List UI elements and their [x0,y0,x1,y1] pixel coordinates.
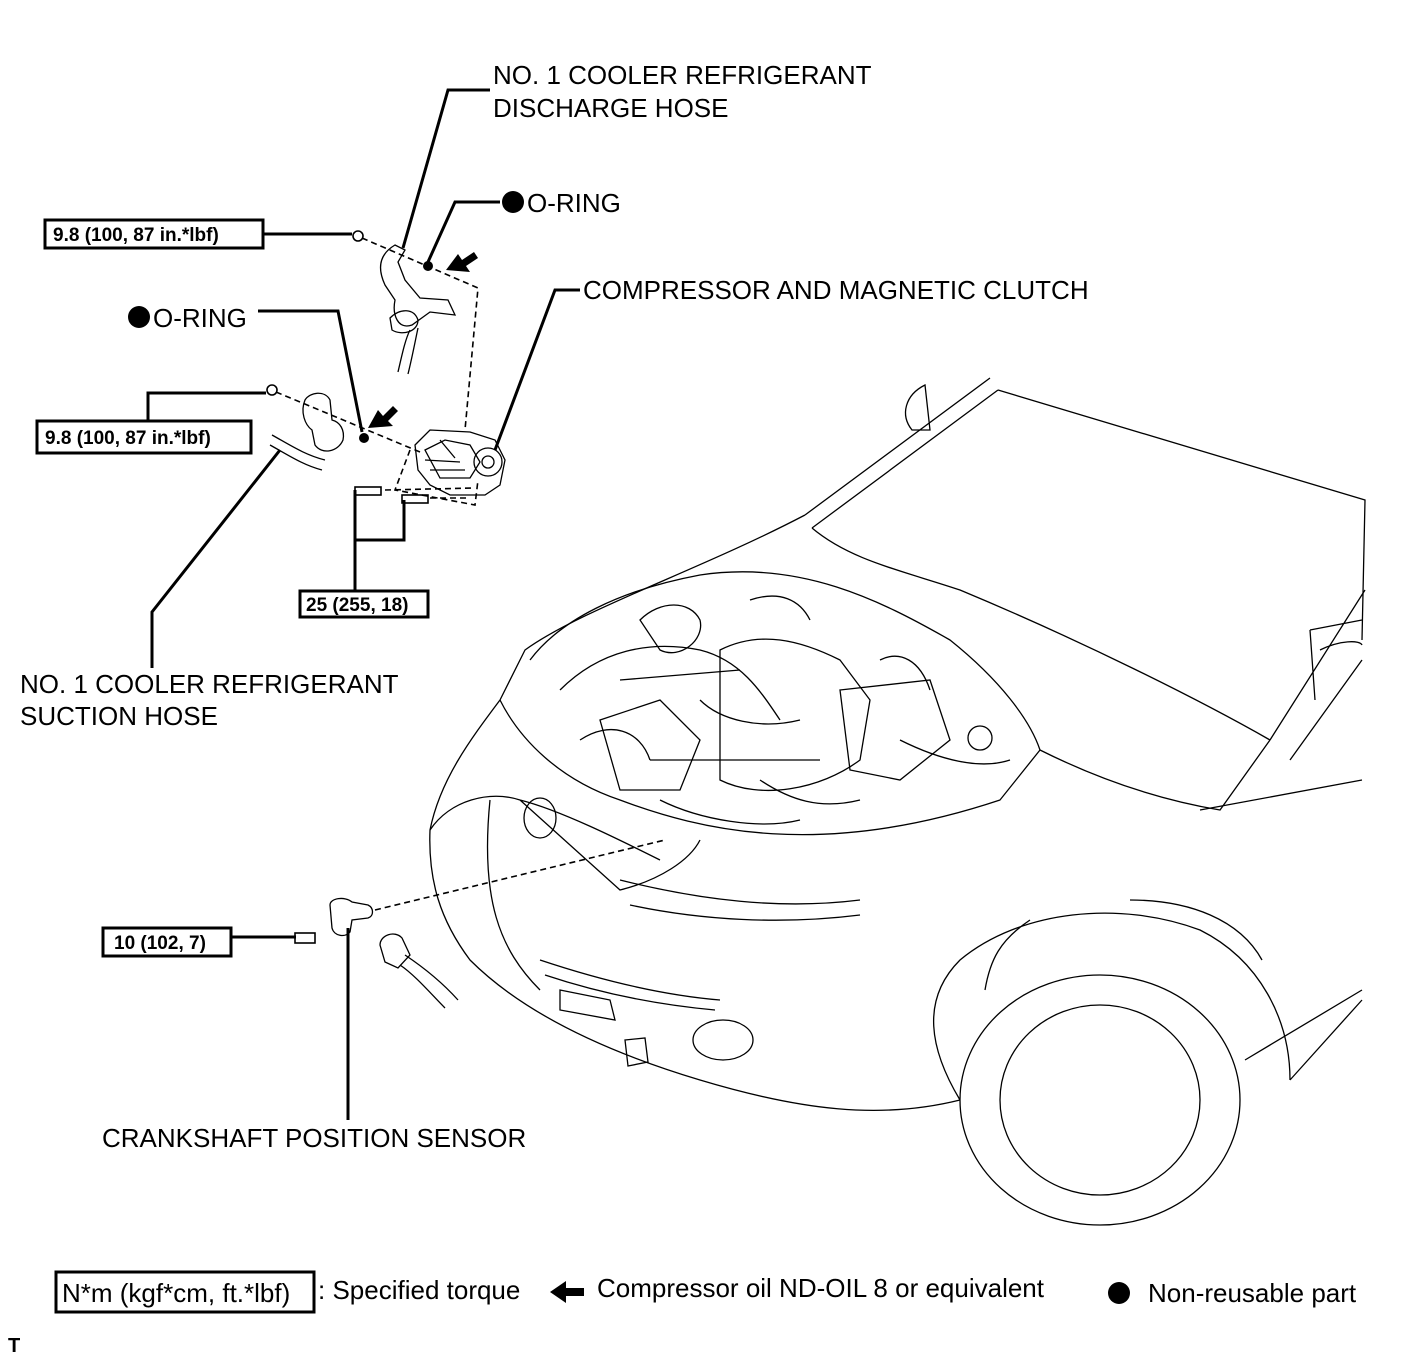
non-reusable-icon [128,306,150,328]
torque-sensor-text: 10 (102, 7) [114,933,206,954]
torque-suction-text: 9.8 (100, 87 in.*lbf) [45,428,211,449]
oil-arrow-lower-icon [368,406,398,428]
bolt-compressor-1 [354,486,382,496]
torque-box-compressor [298,589,430,619]
bolt-suction [266,384,278,396]
legend-torque-box [54,1270,316,1314]
assembly-dashed-lines [275,237,666,911]
legend: N*m (kgf*cm, ft.*lbf) : Specified torque… [54,1270,1357,1314]
corner-mark: T [8,1335,20,1357]
suction-hose-label-line1: NO. 1 COOLER REFRIGERANT [20,669,399,699]
legend-oil-text: Compressor oil ND-OIL 8 or equivalent [597,1273,1045,1303]
legend-torque-box-text: N*m (kgf*cm, ft.*lbf) [62,1278,290,1308]
torque-discharge-text: 9.8 (100, 87 in.*lbf) [53,225,219,246]
legend-torque-text: : Specified torque [318,1275,520,1305]
bolt-compressor-2 [401,494,429,504]
torque-box-sensor [101,926,233,958]
suction-hose-drawing [269,392,345,471]
bolt-sensor [294,932,316,944]
o-ring-upper-label: O-RING [527,188,621,218]
crankshaft-sensor-drawing [329,897,459,1009]
leader-lines [146,88,580,1120]
torque-box-discharge [43,218,265,250]
discharge-hose-label-line1: NO. 1 COOLER REFRIGERANT [493,60,872,90]
compressor-drawing [414,429,506,496]
o-ring-upper-dot [423,261,433,271]
non-reusable-icon [502,191,524,213]
oil-arrow-upper-icon [446,252,478,272]
torque-compressor-text: 25 (255, 18) [306,595,408,616]
legend-non-reusable-icon [1108,1282,1130,1304]
legend-oil-arrow-icon [550,1281,584,1303]
discharge-hose-drawing [379,244,457,375]
o-ring-lower-dot [359,433,369,443]
legend-non-reusable-text: Non-reusable part [1148,1278,1357,1308]
suction-hose-label-line2: SUCTION HOSE [20,701,218,731]
crankshaft-sensor-label: CRANKSHAFT POSITION SENSOR [102,1123,526,1153]
o-ring-lower-label: O-RING [153,303,247,333]
discharge-hose-label-line2: DISCHARGE HOSE [493,93,729,123]
car-front-illustration [429,377,1366,1226]
bolt-discharge [352,230,364,242]
torque-box-suction [35,419,253,455]
compressor-label: COMPRESSOR AND MAGNETIC CLUTCH [583,275,1089,305]
